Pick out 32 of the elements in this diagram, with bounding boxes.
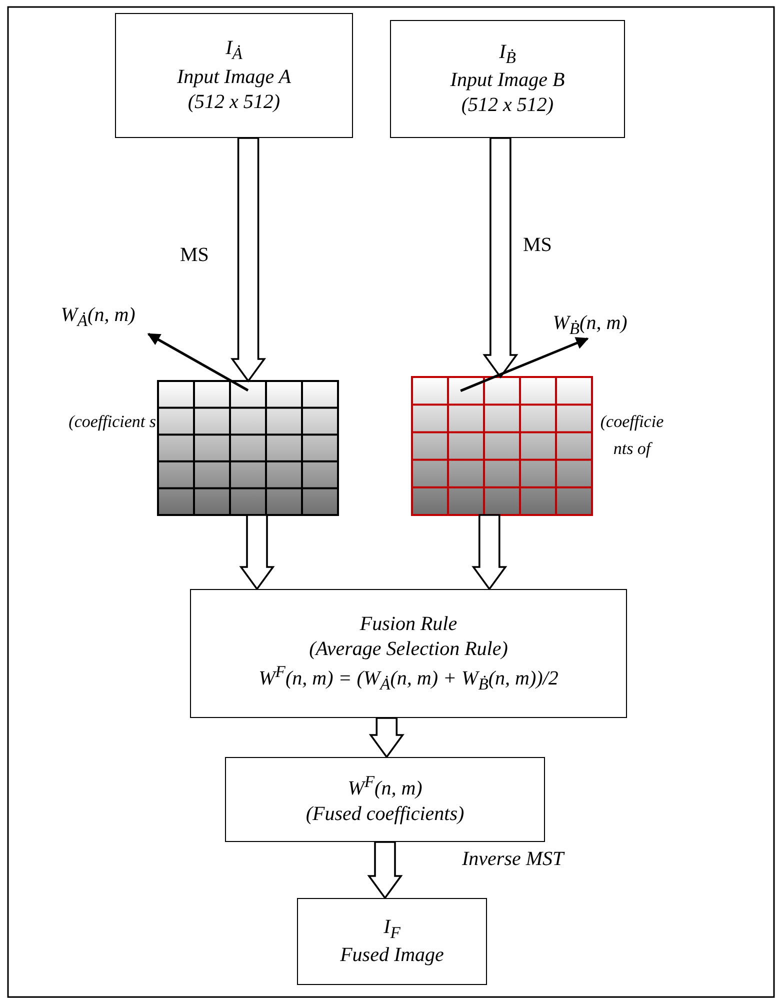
box-text: Input Image B: [450, 68, 565, 94]
box-text: I$_{F}$: [384, 914, 400, 944]
box-text: W$^{F}$(n, m): [348, 772, 422, 802]
side-note: (coefficient s: [68, 411, 156, 433]
leader-arrow: [147, 332, 249, 392]
box-text: I$_{Ȧ}$: [226, 36, 242, 65]
box-text: Input Image A: [176, 64, 292, 90]
side-note: (coefficie nts of: [599, 411, 665, 460]
box-text: (Average Selection Rule): [309, 636, 508, 662]
block-arrow: [472, 514, 508, 591]
box-text: (512 x 512): [461, 93, 554, 118]
leader-arrow: [460, 337, 589, 392]
box-text: Fused Image: [340, 943, 444, 968]
block-arrow: [239, 514, 275, 591]
coefficient-label: W$_{Ḃ}$(n, m): [552, 310, 628, 340]
process-box: [390, 20, 625, 138]
process-box: [190, 589, 627, 718]
block-arrow: [367, 841, 403, 900]
box-text: (512 x 512): [188, 90, 280, 115]
block-arrow: [482, 137, 518, 379]
box-text: (Fused coefficients): [306, 802, 464, 827]
box-text: I$_{Ḃ}$: [499, 40, 516, 68]
box-text: Fusion Rule: [360, 612, 458, 637]
process-box: [225, 757, 545, 842]
block-arrow: [368, 717, 404, 759]
block-arrow: [230, 137, 266, 383]
coefficient-grid-drawing: [411, 376, 593, 516]
coefficient-label: W$_{Ȧ}$(n, m): [60, 302, 136, 332]
process-box: [115, 13, 353, 138]
process-box: [297, 898, 487, 985]
box-text: W$^{F}$(n, m) = (W$_{Ȧ}$(n, m) + W$_{Ḃ}$(n, m))/2: [258, 662, 558, 696]
coefficient-grid-drawing: [157, 380, 339, 516]
